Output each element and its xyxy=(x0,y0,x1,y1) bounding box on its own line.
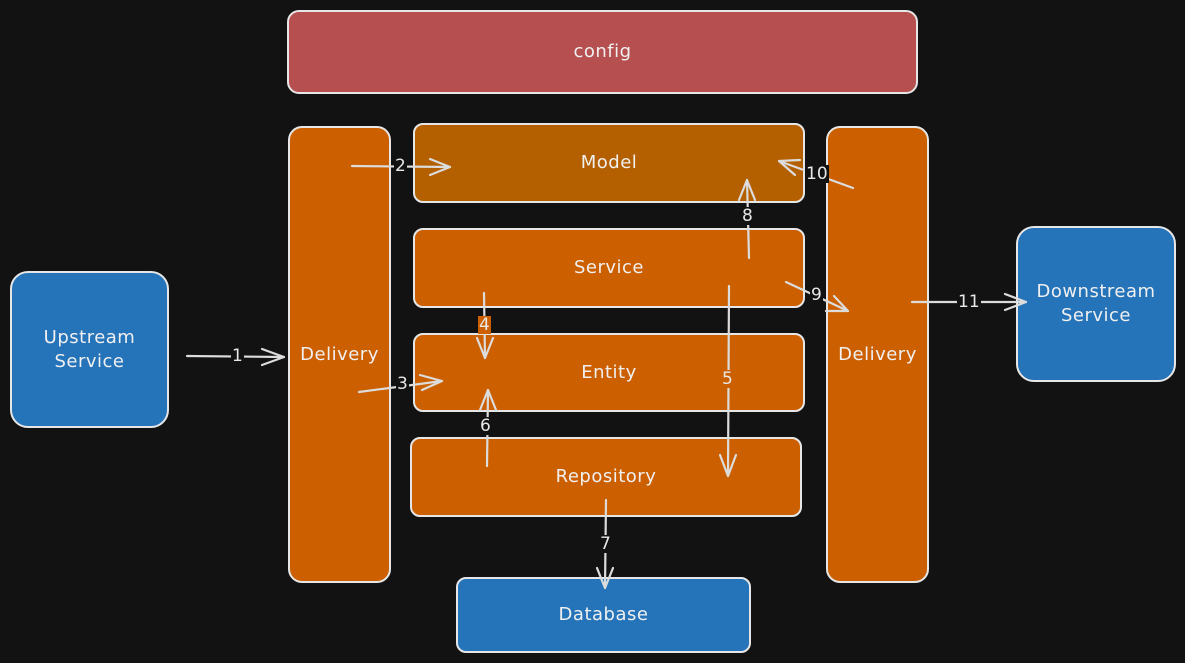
delivery-right-label: Delivery xyxy=(838,343,917,365)
upstream-label-line2: Service xyxy=(54,350,125,372)
edge-label-10: 10 xyxy=(805,164,829,184)
downstream-service-box: Downstream Service xyxy=(1016,226,1176,382)
edge-label-5: 5 xyxy=(721,369,734,389)
entity-box: Entity xyxy=(413,333,805,412)
delivery-left-label: Delivery xyxy=(300,343,379,365)
upstream-service-box: Upstream Service xyxy=(10,271,169,428)
repository-box: Repository xyxy=(410,437,802,517)
edge-label-7: 7 xyxy=(599,534,612,554)
delivery-left-box: Delivery xyxy=(288,126,391,583)
downstream-label-line2: Service xyxy=(1060,305,1132,326)
database-box: Database xyxy=(456,577,751,653)
upstream-label-line1: Upstream xyxy=(43,326,136,348)
edge-label-11: 11 xyxy=(957,292,981,312)
edge-label-1: 1 xyxy=(231,346,244,366)
database-label: Database xyxy=(558,604,649,625)
edge-label-8: 8 xyxy=(741,206,754,226)
entity-label: Entity xyxy=(581,361,637,383)
service-box: Service xyxy=(413,228,805,308)
repository-label: Repository xyxy=(555,466,657,487)
edge-label-3: 3 xyxy=(396,374,409,394)
model-label: Model xyxy=(580,152,638,173)
edge-label-6: 6 xyxy=(479,416,492,436)
model-box: Model xyxy=(413,123,805,203)
edge-label-2: 2 xyxy=(394,156,407,176)
service-label: Service xyxy=(573,257,645,278)
edge-label-4: 4 xyxy=(478,315,491,335)
config-label: config xyxy=(573,41,632,62)
downstream-label-line1: Downstream xyxy=(1036,281,1156,302)
config-box: config xyxy=(287,10,918,94)
edge-label-9: 9 xyxy=(810,285,823,305)
delivery-right-box: Delivery xyxy=(826,126,929,583)
